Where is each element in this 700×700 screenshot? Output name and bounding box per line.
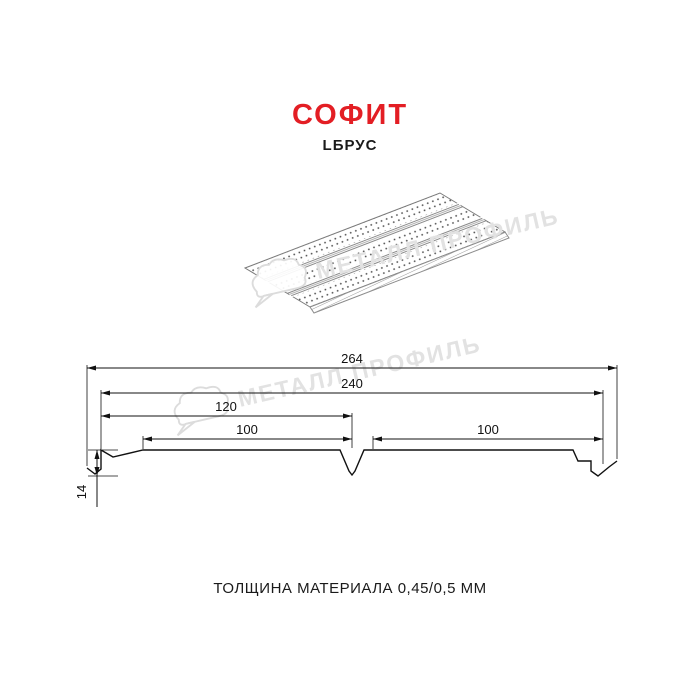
dim-120-label: 120 [215,399,237,414]
dim-14-label: 14 [74,485,89,499]
material-thickness-note: ТОЛЩИНА МАТЕРИАЛА 0,45/0,5 ММ [213,580,487,597]
soffit-cross-section-profile [86,448,618,477]
dimension-height: 14 [74,449,118,507]
dim-240-label: 240 [341,376,363,391]
dimension-right-plank: 100 [373,422,603,442]
dimension-cover-width: 240 [101,376,603,396]
dimension-left-plank: 100 [143,422,352,442]
dim-100-left-label: 100 [236,422,258,437]
extension-lines [86,365,618,466]
dim-100-right-label: 100 [477,422,499,437]
page-title: СОФИТ [291,99,409,131]
panel-front-edge [309,231,510,314]
dimension-left-section: 120 [101,399,352,419]
dimension-total-width: 264 [87,351,617,371]
page-subtitle: LБРУС [322,137,378,154]
dim-264-label: 264 [341,351,363,366]
